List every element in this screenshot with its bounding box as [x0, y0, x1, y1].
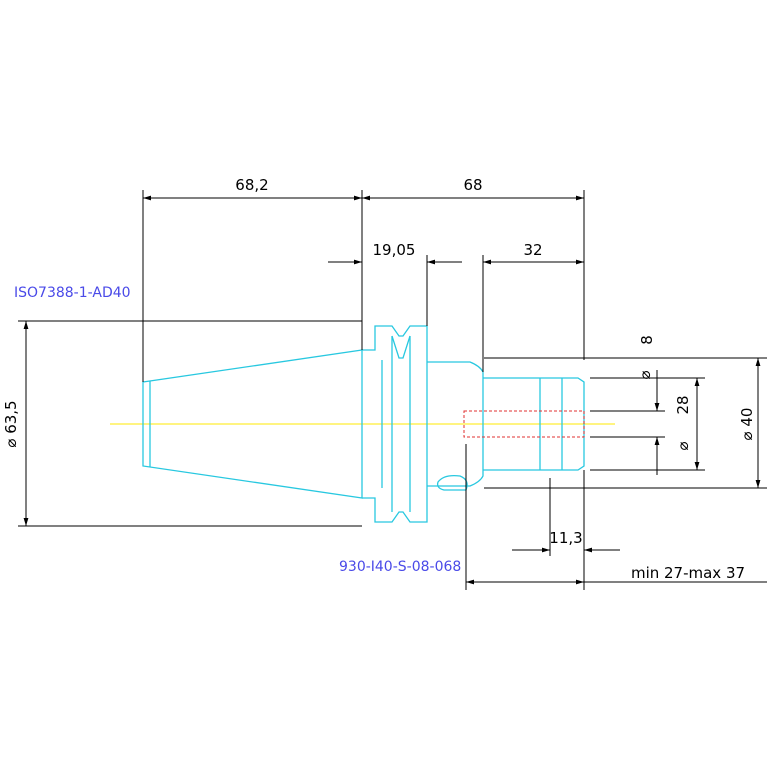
label-68-2: 68,2 — [235, 176, 268, 194]
label-40: ⌀ 40 — [738, 408, 756, 441]
part-number-note: 930-I40-S-08-068 — [339, 559, 461, 575]
label-8-diameter-symbol: ⌀ — [636, 370, 654, 379]
label-68: 68 — [463, 176, 482, 194]
neck — [427, 361, 484, 487]
standard-note: ISO7388-1-AD40 — [14, 285, 131, 301]
label-19-05: 19,05 — [373, 241, 416, 259]
label-28: 28 — [674, 395, 692, 414]
flange — [362, 325, 428, 523]
dimension-lines — [18, 190, 767, 590]
label-28-diameter-symbol: ⌀ — [674, 441, 692, 450]
label-32: 32 — [523, 241, 542, 259]
label-11-3: 11,3 — [549, 529, 582, 547]
drive-slot — [436, 474, 468, 491]
tool-holder-outline — [142, 325, 585, 523]
v-notch — [391, 335, 411, 359]
label-clamping-range: min 27-max 37 — [631, 564, 745, 582]
label-8: 8 — [638, 335, 656, 345]
label-63-5: ⌀ 63,5 — [2, 400, 20, 447]
hidden-bore — [463, 410, 585, 438]
